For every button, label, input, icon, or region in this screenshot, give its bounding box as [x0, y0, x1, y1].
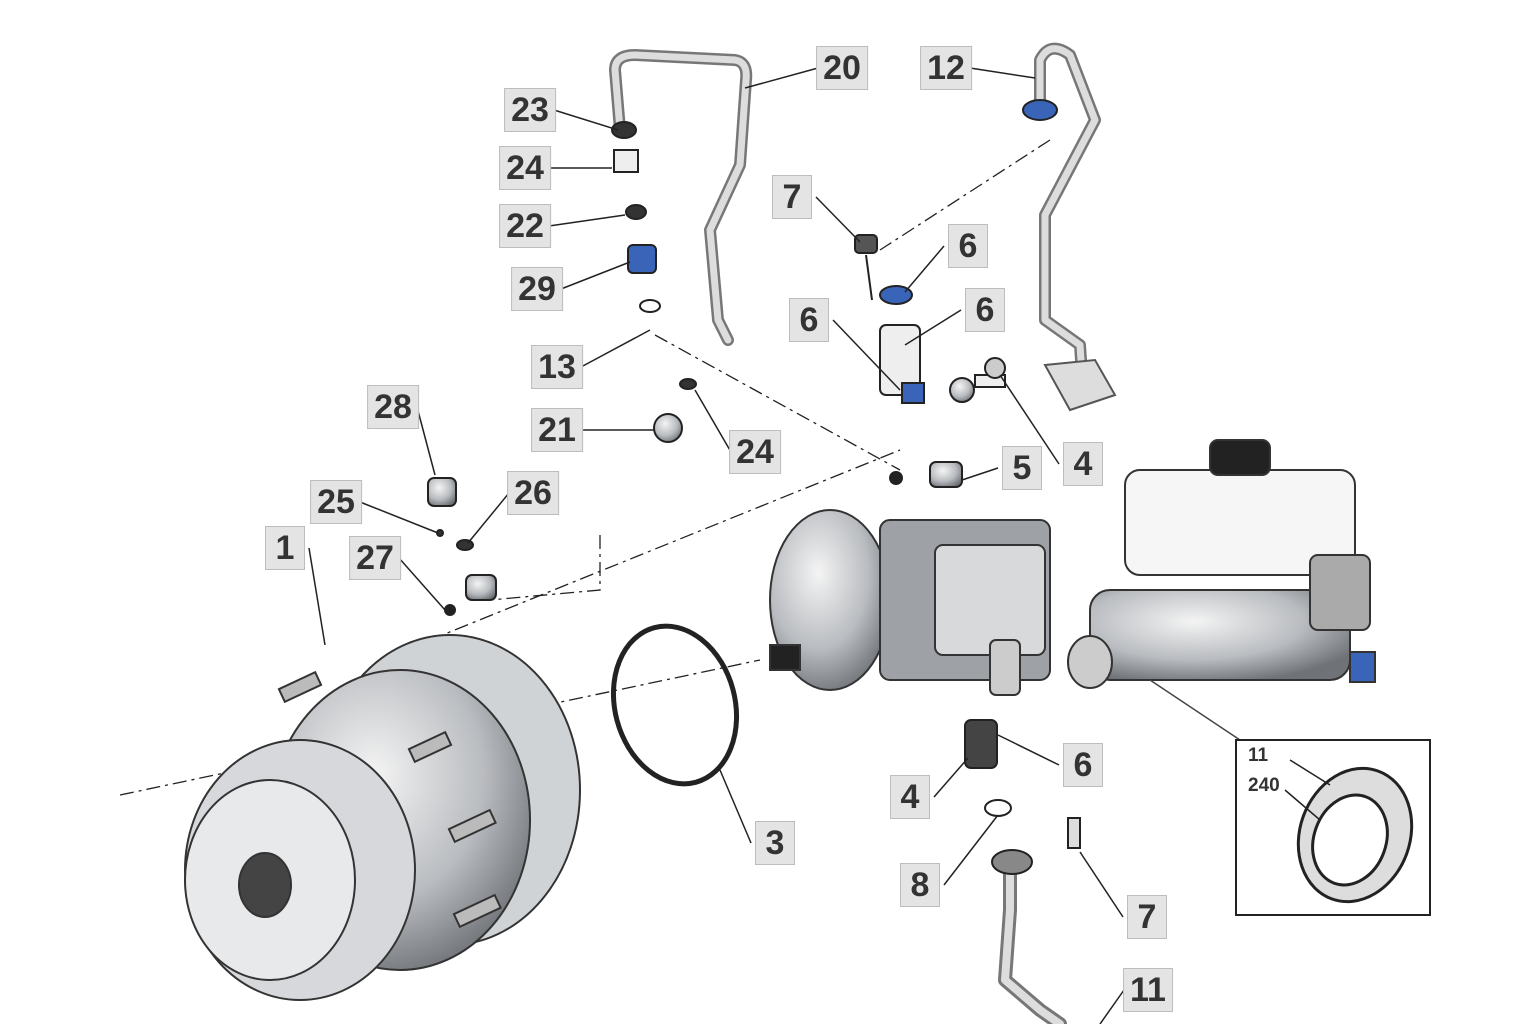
- part-callout: 26: [507, 471, 559, 515]
- leader-line: [904, 309, 962, 346]
- leader-line: [398, 557, 446, 611]
- part-callout: 4: [890, 775, 930, 819]
- part-callout: 8: [900, 863, 940, 907]
- brake-booster: [184, 634, 581, 1001]
- leader-line: [999, 374, 1060, 465]
- leader-line: [359, 501, 439, 534]
- part-callout: 7: [1127, 895, 1167, 939]
- part-callout: 20: [816, 46, 868, 90]
- part-callout: 5: [1002, 446, 1042, 490]
- leader-line: [694, 389, 732, 453]
- inset-leaders: [1284, 759, 1331, 821]
- center-lines: [119, 139, 1051, 796]
- part-callout: 25: [310, 480, 362, 524]
- part-callout: 21: [531, 408, 583, 452]
- leader-line: [560, 261, 631, 290]
- leader-line: [969, 67, 1036, 79]
- part-callout: 12: [920, 46, 972, 90]
- part-callout: 13: [531, 345, 583, 389]
- leader-line: [943, 814, 999, 886]
- inset-label: 240: [1248, 775, 1280, 796]
- leader-line: [1099, 989, 1125, 1024]
- leader-line: [961, 467, 999, 481]
- leader-line: [580, 329, 651, 368]
- part-callout: 24: [729, 430, 781, 474]
- leader-line: [832, 319, 901, 391]
- tube-flange: [1043, 358, 1117, 412]
- brake-lines: [609, 42, 1101, 1024]
- part-callout: 1: [265, 526, 305, 570]
- bearing: [1296, 766, 1414, 904]
- inset-label: 11: [1248, 745, 1269, 766]
- part-callout: 6: [1063, 743, 1103, 787]
- fittings: [427, 99, 1081, 875]
- part-callout: 4: [1063, 442, 1103, 486]
- leader-line: [467, 492, 510, 544]
- part-callout: 23: [504, 88, 556, 132]
- leader-line: [815, 196, 861, 243]
- part-callout: 22: [499, 204, 551, 248]
- leader-line: [1079, 851, 1124, 918]
- part-callout: 6: [965, 288, 1005, 332]
- part-callout: 29: [511, 267, 563, 311]
- leader-line: [904, 245, 945, 293]
- o-ring: [610, 623, 740, 787]
- leader-line: [416, 406, 436, 476]
- leader-line: [719, 769, 752, 844]
- leader-line: [548, 214, 626, 227]
- part-callout: 7: [772, 175, 812, 219]
- leader-lines: [308, 67, 1125, 1024]
- part-callout: 11: [1123, 968, 1173, 1012]
- part-callout: 24: [499, 146, 551, 190]
- master-cylinder: [1067, 439, 1376, 689]
- part-callout: 6: [789, 298, 829, 342]
- part-callout: 3: [755, 821, 795, 865]
- part-callout: 28: [367, 385, 419, 429]
- leader-line: [997, 734, 1060, 766]
- leader-line: [308, 547, 326, 646]
- abs-modulator: [769, 509, 1051, 696]
- part-callout: 6: [948, 224, 988, 268]
- leader-line: [933, 757, 969, 798]
- leader-line: [744, 67, 819, 89]
- leader-line: [553, 109, 619, 131]
- part-callout: 27: [349, 536, 401, 580]
